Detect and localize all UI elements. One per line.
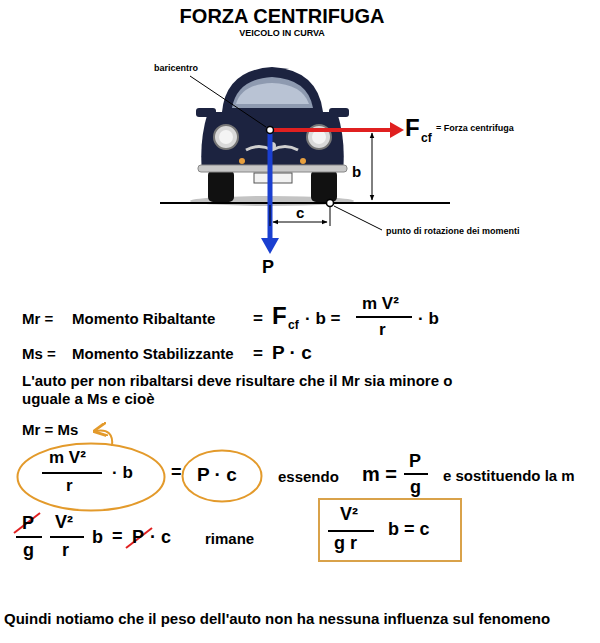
fraction-numerator: m V² xyxy=(362,294,399,314)
node-outline xyxy=(16,442,166,512)
dimension-line xyxy=(273,222,327,223)
formula-term: F xyxy=(272,302,287,331)
oval-outline xyxy=(18,444,165,511)
fraction-bar xyxy=(356,316,412,318)
formula-term: Mr = xyxy=(22,310,53,328)
formula-term: · c xyxy=(150,527,171,549)
conclusion-text: Quindi notiamo che il peso dell'auto non… xyxy=(4,610,550,628)
part-label: punto di rotazione dei momenti xyxy=(386,226,520,237)
fraction-bar xyxy=(16,536,42,538)
formula-term: b = c xyxy=(388,519,430,541)
fraction-denominator: g r xyxy=(334,533,357,555)
fraction-denominator: g xyxy=(410,477,421,499)
leader-line xyxy=(190,76,266,127)
fraction-bar xyxy=(50,536,84,538)
force-symbol: P xyxy=(262,257,274,279)
fraction-bar xyxy=(404,473,428,475)
dimension-line xyxy=(372,133,373,200)
formula-oval: P · c xyxy=(181,449,263,503)
result-box: V² g r b = c xyxy=(318,498,462,562)
formula-term: Ms = xyxy=(22,345,56,363)
formula-term: m = xyxy=(362,462,397,486)
strike-mark xyxy=(126,528,152,548)
formula-term: Momento Ribaltante xyxy=(72,310,215,328)
arrow-head xyxy=(261,238,279,254)
fraction-numerator: P xyxy=(409,451,421,473)
fraction-denominator: r xyxy=(62,540,69,562)
ground-line xyxy=(160,202,450,204)
fraction-numerator: m V² xyxy=(49,448,86,468)
formula-term: · b xyxy=(418,309,439,329)
formula-term: P · c xyxy=(272,342,312,365)
arrow-head xyxy=(390,122,404,138)
fraction-numerator: V² xyxy=(55,512,73,534)
formula-term: Mr = Ms xyxy=(22,421,78,439)
fraction-bar xyxy=(328,530,374,532)
fraction-denominator: g xyxy=(23,540,34,562)
extension-line xyxy=(330,205,331,226)
formula-term: = xyxy=(112,526,123,548)
title: FORZA CENTRIFUGA xyxy=(180,4,385,28)
pivot-dot xyxy=(327,200,334,207)
subtitle: VEICOLO IN CURVA xyxy=(239,28,325,39)
formula-term: P xyxy=(132,527,144,549)
fraction-denominator: r xyxy=(66,476,73,496)
formula-oval: m V² r · b xyxy=(16,442,166,512)
formula-term: b xyxy=(92,527,103,549)
force-symbol: F xyxy=(405,114,420,143)
fraction-bar xyxy=(42,472,102,474)
formula-term: · b = xyxy=(305,309,340,329)
center-of-mass-dot xyxy=(267,127,274,134)
dimension-label: b xyxy=(352,163,361,181)
part-label: baricentro xyxy=(154,63,198,74)
formula-term: P · c xyxy=(197,464,237,487)
formula-term: · b xyxy=(112,463,133,483)
subscript: cf xyxy=(421,131,432,145)
subscript: cf xyxy=(288,318,299,332)
part-label: = Forza centrifuga xyxy=(436,123,514,134)
dimension-label: c xyxy=(296,204,304,222)
note-text: essendo xyxy=(278,468,339,486)
fraction-denominator: r xyxy=(379,320,386,340)
box-outline xyxy=(319,499,461,561)
fraction-numerator: V² xyxy=(340,504,358,526)
formula-term: = xyxy=(171,462,182,484)
formula-term: = xyxy=(253,309,263,329)
note-text: rimane xyxy=(205,530,254,548)
weight-arrow xyxy=(268,132,273,240)
note-text: e sostituendo la m xyxy=(443,467,575,485)
formula-term: = xyxy=(253,344,263,364)
oval-outline xyxy=(183,451,262,502)
force-arrow xyxy=(272,128,392,132)
leader-line xyxy=(334,206,382,230)
formula-term: Momento Stabilizzante xyxy=(72,345,234,363)
fraction-numerator: P xyxy=(22,513,34,535)
extension-line xyxy=(270,205,271,226)
note-text: L'auto per non ribaltarsi deve risultare… xyxy=(22,372,472,408)
